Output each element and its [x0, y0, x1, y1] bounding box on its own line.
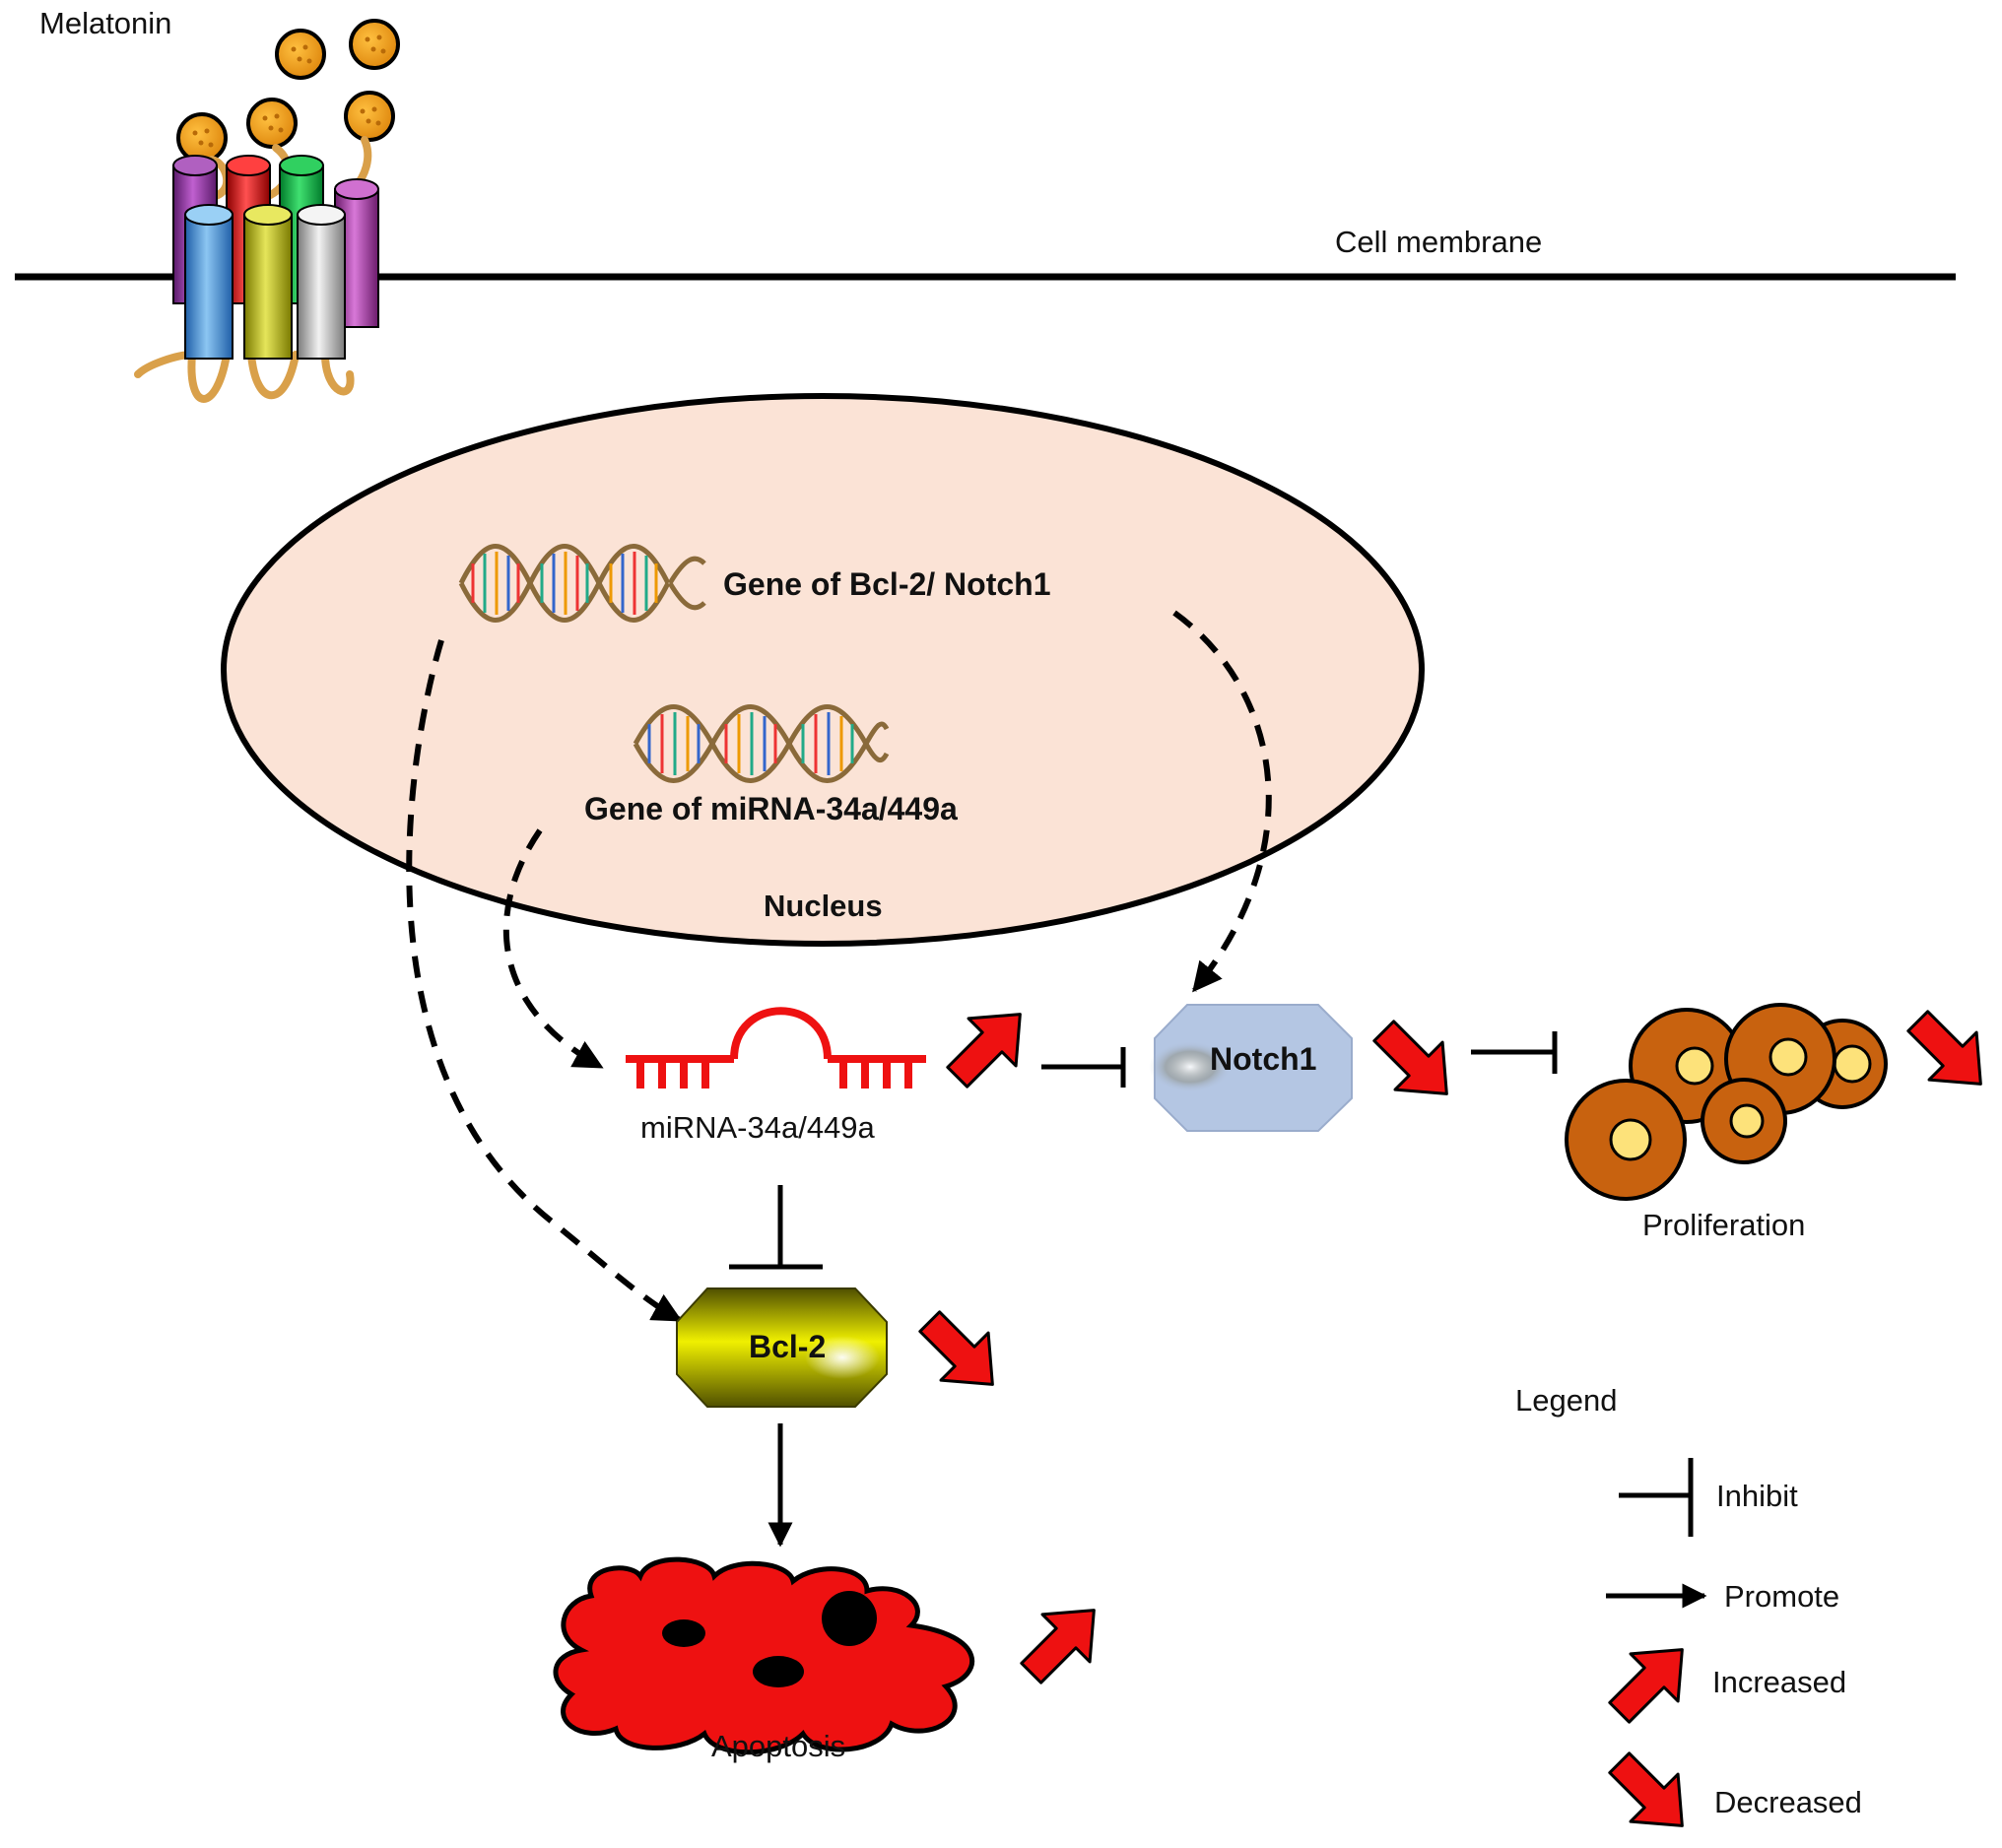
proliferation-label: Proliferation — [1642, 1208, 1805, 1242]
proliferation-decreased-icon — [1906, 1010, 1982, 1086]
legend-inhibit-icon — [1619, 1458, 1694, 1537]
mirna-increased-icon — [946, 1013, 1022, 1089]
notch1-label: Notch1 — [1210, 1041, 1316, 1077]
bcl2-node — [676, 1287, 888, 1408]
receptor-icon — [134, 136, 379, 403]
bcl2-decreased-icon — [918, 1310, 994, 1386]
dna-icon — [667, 556, 706, 611]
bcl2-label: Bcl-2 — [749, 1329, 826, 1364]
notch1-node — [1149, 1004, 1353, 1132]
notch1-decreased-icon — [1372, 1020, 1448, 1095]
legend-promote-label: Promote — [1724, 1579, 1839, 1614]
inhibit-mirna-to-bcl2 — [729, 1185, 823, 1270]
dna-icon — [633, 704, 890, 783]
legend-inhibit-label: Inhibit — [1716, 1479, 1798, 1513]
apoptosis-cell-icon — [553, 1556, 974, 1755]
nucleus-label: Nucleus — [764, 889, 883, 923]
dashed-arrow-gene-to-notch1 — [1172, 610, 1272, 993]
dashed-arrow-gene-to-mirna — [502, 828, 604, 1070]
cell-membrane-label: Cell membrane — [1335, 225, 1542, 259]
apoptosis-increased-icon — [1020, 1609, 1096, 1684]
gene-bcl2-notch1-label: Gene of Bcl-2/ Notch1 — [723, 566, 1051, 602]
mirna-hairpin-icon — [626, 1007, 926, 1089]
inhibit-mirna-to-notch1 — [1041, 1047, 1126, 1088]
legend-title: Legend — [1515, 1383, 1617, 1418]
melatonin-label: Melatonin — [39, 6, 171, 40]
dna-icon — [458, 544, 671, 623]
legend-increased-icon — [1608, 1648, 1684, 1724]
proliferation-cells-icon — [1565, 1003, 1888, 1201]
mirna-label: miRNA-34a/449a — [640, 1110, 876, 1145]
apoptosis-label: Apoptosis — [711, 1729, 845, 1763]
legend-decreased-icon — [1608, 1751, 1684, 1827]
nucleus-ellipse — [221, 393, 1425, 947]
legend-increased-label: Increased — [1712, 1665, 1846, 1699]
inhibit-notch1-to-proliferation — [1471, 1031, 1558, 1074]
gene-mirna-label: Gene of miRNA-34a/449a — [584, 791, 958, 826]
melatonin-molecules — [176, 19, 400, 164]
dashed-arrow-gene-to-bcl2 — [406, 639, 683, 1323]
legend-decreased-label: Decreased — [1714, 1785, 1862, 1819]
